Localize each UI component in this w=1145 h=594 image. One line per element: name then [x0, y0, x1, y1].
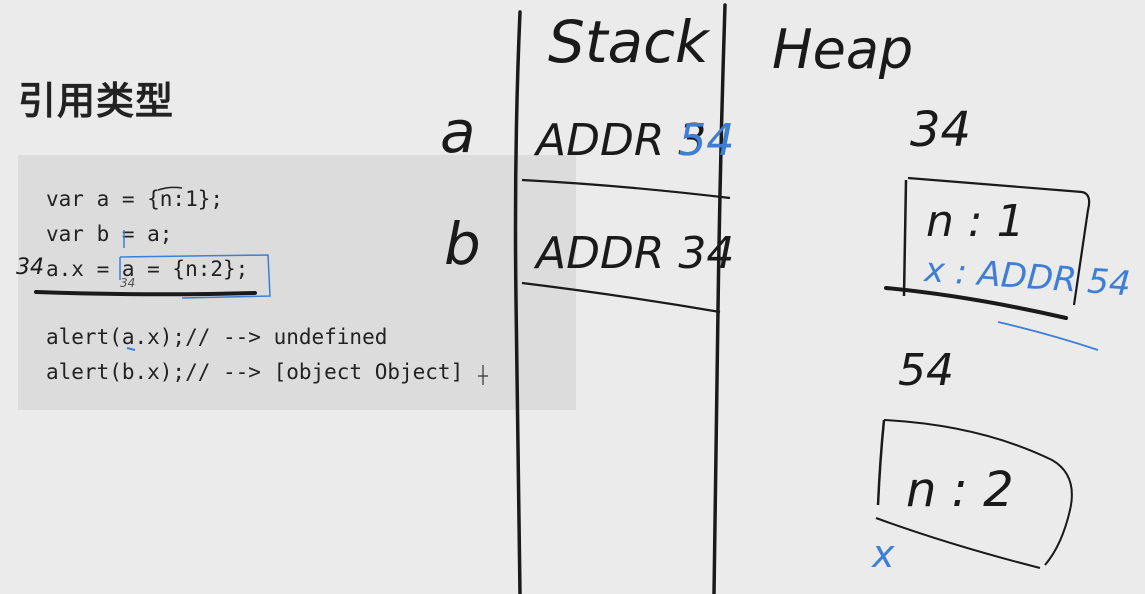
- code-line-5: alert(a.x);// --> undefined: [46, 325, 388, 349]
- heap-obj-54-prop-n: n : 2: [906, 462, 1014, 518]
- box-a-assign: [119, 254, 271, 299]
- stack-var-a-label: a: [440, 98, 476, 166]
- stack-a-addr-prefix: ADDR: [536, 115, 679, 166]
- underline-n1: [157, 186, 183, 191]
- code-line-3: a.x = a = {n:2};: [46, 257, 249, 281]
- code-line-6: alert(b.x);// --> [object Object]: [46, 360, 464, 384]
- page-title: 引用类型: [18, 79, 175, 123]
- stack-a-addr-new: 54: [678, 115, 735, 166]
- heap-obj-34-box-bottom: [884, 286, 1068, 320]
- heap-header: Heap: [772, 18, 914, 81]
- stack-divider-2: [521, 281, 721, 314]
- heap-obj-34-box-top-right: [907, 176, 1091, 306]
- stack-right-border: [712, 3, 727, 594]
- margin-addr-label: 34: [16, 255, 44, 280]
- heap-obj-54-box-bottom: [875, 517, 1041, 569]
- stack-a-addr-old: 34: [678, 115, 735, 166]
- under-a-addr-label: 34: [120, 276, 136, 290]
- heap-obj-54-box-left: [876, 419, 886, 506]
- heap-obj-34-addr: 34: [910, 102, 972, 158]
- stack-left-border: [513, 10, 522, 594]
- code-line-2: var b = a;: [46, 222, 173, 246]
- heap-obj-34-prop-n: n : 1: [926, 196, 1025, 247]
- heap-obj-34-x-underline: [997, 321, 1099, 351]
- stack-var-b-label: b: [444, 210, 481, 278]
- heap-obj-54-box-right: [883, 419, 1073, 566]
- code-panel: var a = {n:1}; var b = a; a.x = a = {n:2…: [18, 155, 576, 410]
- stack-header: Stack: [548, 8, 709, 76]
- heap-obj-54-addr: 54: [898, 345, 954, 396]
- heap-obj-34-box-left: [902, 179, 908, 297]
- code-line-1: var a = {n:1};: [46, 187, 224, 211]
- text-cursor-icon: [478, 365, 488, 385]
- tick-a-x: [126, 347, 136, 351]
- heap-obj-54-x-mark: x: [872, 532, 895, 576]
- stack-b-value: ADDR 34: [536, 228, 735, 279]
- underline-line-3: [34, 290, 257, 297]
- stack-divider-1: [521, 178, 731, 200]
